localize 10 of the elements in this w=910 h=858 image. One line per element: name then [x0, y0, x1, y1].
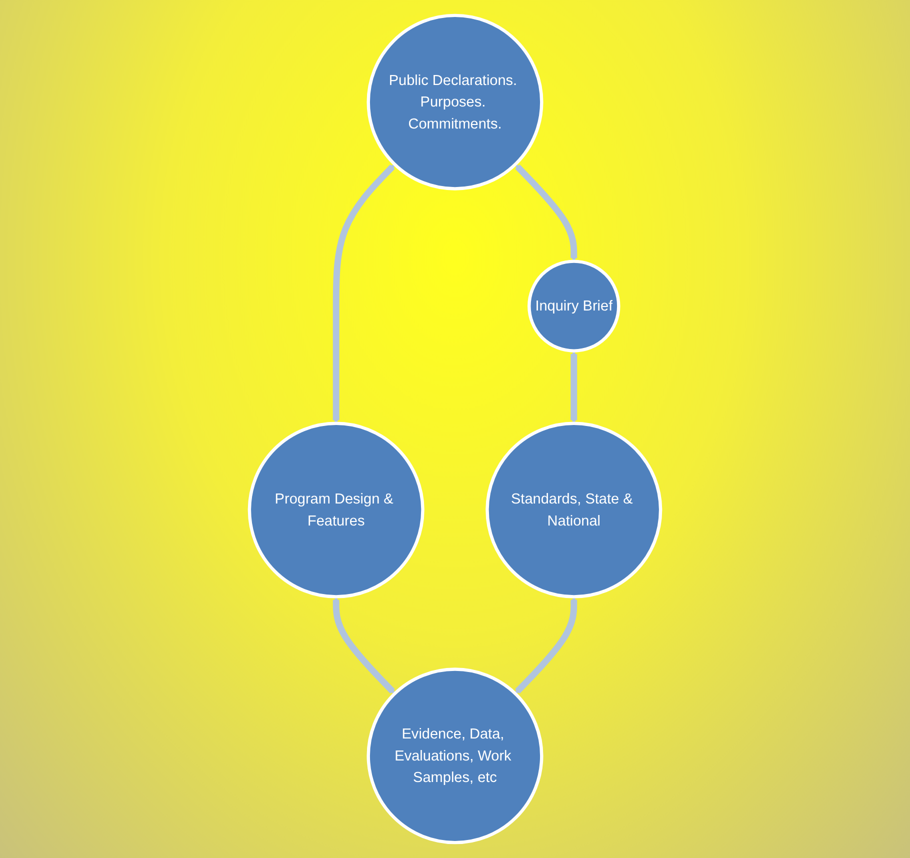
- node-circle: Inquiry Brief: [528, 260, 620, 352]
- node-circle: Program Design & Features: [248, 422, 424, 598]
- arrow: [515, 164, 578, 262]
- arrow: [570, 350, 578, 424]
- node-circle: Public Declarations. Purposes. Commitments.: [366, 14, 544, 190]
- node-circle: Evidence, Data, Evaluations, Work Samples, etc: [366, 668, 544, 844]
- arrow: [332, 596, 396, 694]
- node-circle: Standards, State & National: [486, 422, 662, 598]
- arrow: [514, 596, 578, 694]
- arrow: [332, 164, 395, 424]
